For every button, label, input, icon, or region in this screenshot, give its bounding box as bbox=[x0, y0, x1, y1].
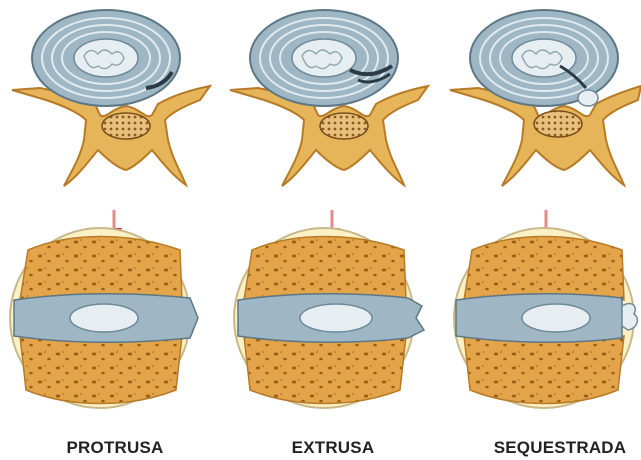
disc-side-view bbox=[454, 228, 637, 408]
lower-vertebral-body bbox=[244, 336, 406, 404]
spinal-cord-cross-section bbox=[320, 113, 368, 139]
nucleus-side bbox=[522, 304, 590, 332]
disc-side-view bbox=[234, 228, 424, 408]
sequestered-fragment bbox=[578, 90, 598, 106]
lower-vertebral-body bbox=[20, 336, 182, 404]
extruded-fragment bbox=[622, 304, 637, 330]
label-extrusa: EXTRUSA bbox=[258, 438, 408, 458]
nucleus-side bbox=[300, 304, 372, 332]
label-protrusa: PROTRUSA bbox=[40, 438, 190, 458]
vertebra-top-view bbox=[450, 10, 641, 186]
upper-vertebral-body bbox=[464, 237, 624, 301]
upper-vertebral-body bbox=[244, 237, 406, 301]
panel-sequestrada bbox=[450, 10, 641, 408]
spinal-cord-cross-section bbox=[534, 111, 582, 137]
lower-vertebral-body bbox=[464, 336, 624, 404]
nucleus-pulposus bbox=[74, 39, 138, 77]
label-sequestrada: SEQUESTRADA bbox=[470, 438, 641, 458]
spinal-cord-cross-section bbox=[102, 113, 150, 139]
nucleus-pulposus bbox=[292, 39, 356, 77]
panel-protrusa bbox=[10, 10, 210, 408]
disc-side-view bbox=[10, 228, 198, 408]
vertebra-top-view bbox=[12, 10, 210, 186]
panel-extrusa bbox=[230, 10, 428, 408]
upper-vertebral-body bbox=[20, 237, 182, 301]
nucleus-side bbox=[70, 304, 138, 332]
vertebra-top-view bbox=[230, 10, 428, 186]
